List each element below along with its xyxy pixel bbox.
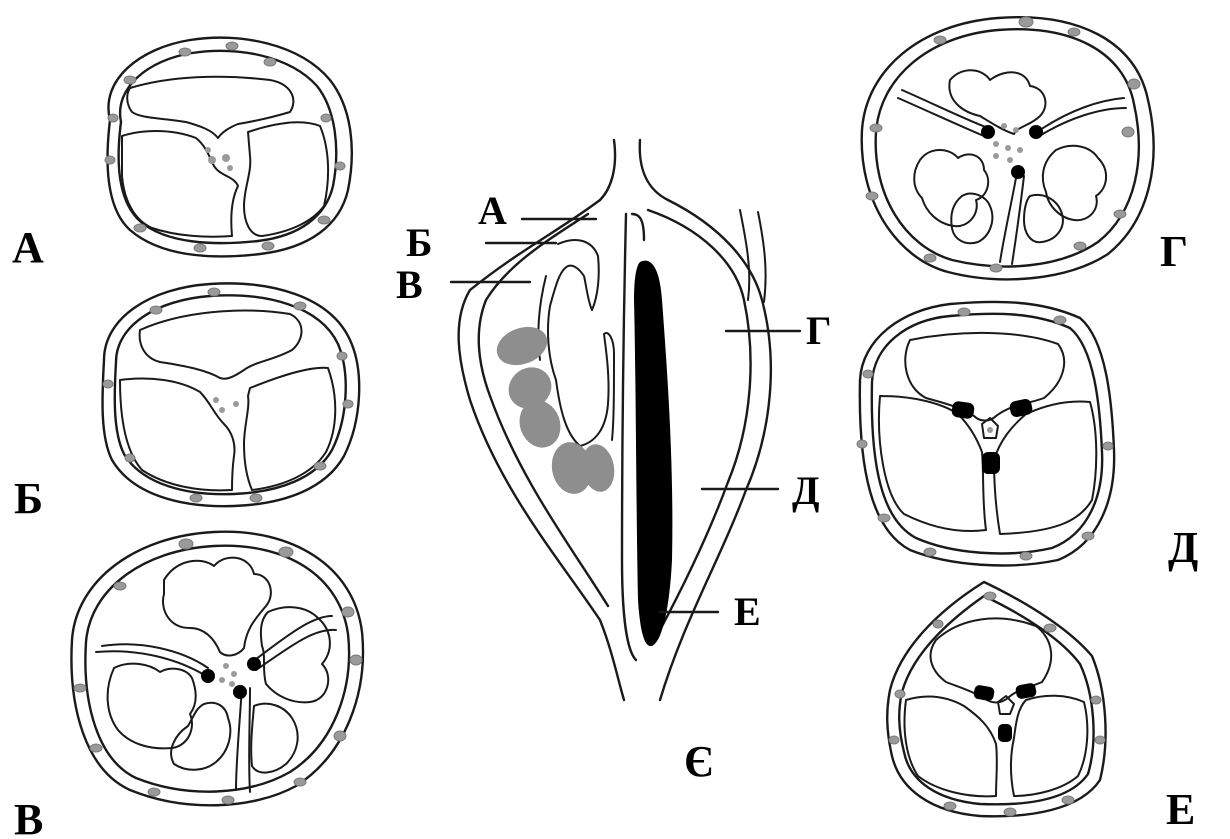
- pointer-label-b: Б: [406, 220, 432, 265]
- label-section-e: Е: [1166, 785, 1195, 834]
- cross-section-v: [71, 532, 363, 806]
- pointer-label-g: Г: [806, 308, 831, 353]
- cross-section-d: [857, 302, 1114, 566]
- label-section-v: В: [14, 795, 43, 839]
- cross-section-e: [887, 582, 1105, 816]
- label-section-b: Б: [14, 474, 43, 523]
- pointer-label-e: Е: [734, 589, 761, 634]
- cross-section-a: [105, 38, 352, 257]
- cross-section-b: [102, 283, 359, 506]
- pointer-label-d: Д: [792, 468, 820, 513]
- label-section-d: Д: [1168, 523, 1198, 572]
- pointer-label-a: А: [478, 188, 507, 233]
- cross-section-g: [862, 17, 1154, 279]
- pointer-label-v: В: [396, 262, 423, 307]
- label-section-g: Г: [1160, 227, 1188, 276]
- label-section-ye: Є: [684, 737, 714, 786]
- label-section-a: А: [12, 223, 44, 272]
